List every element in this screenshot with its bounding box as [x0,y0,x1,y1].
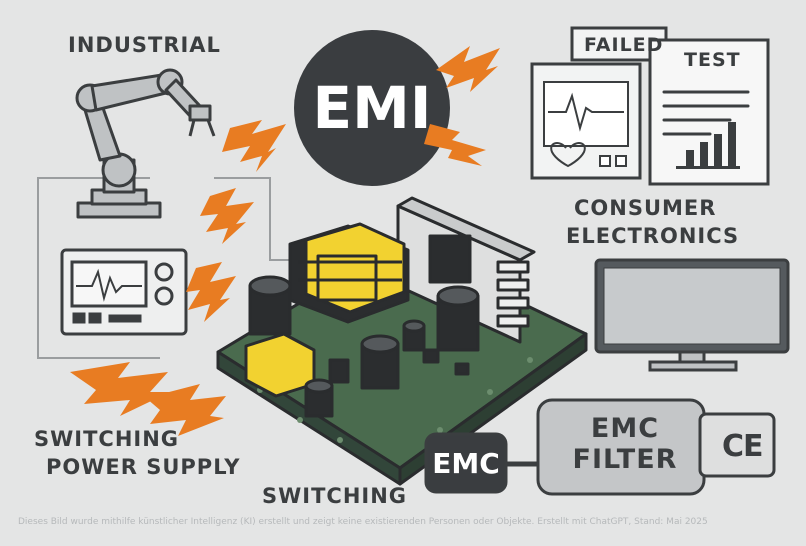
oscilloscope-icon [60,248,188,336]
emc-filter-icon [424,398,776,496]
robot-arm-icon [75,68,216,219]
emc-filter-label-line1: EMC [590,413,660,444]
emi-title: EMI [312,74,432,142]
monitor-icon [594,258,790,372]
switching-label: SWITCHING [262,484,408,508]
emc-filter-label-line2: FILTER [572,444,678,475]
consumer-electronics-label-line1: CONSUMER [574,196,717,220]
failed-label: FAILED [584,34,664,56]
test-label: TEST [684,49,741,71]
switching-power-supply-label-line2: POWER SUPPLY [46,455,241,479]
connector-lines [37,177,300,359]
lightning-icon [70,46,500,436]
emi-circle [294,30,450,186]
consumer-electronics-label-line2: ELECTRONICS [566,224,740,248]
failed-test-report-icon [530,26,770,186]
ai-disclaimer-footer: Dieses Bild wurde mithilfe künstlicher I… [18,517,708,527]
pcb-board-icon [216,196,588,486]
industrial-label: INDUSTRIAL [68,33,221,57]
switching-power-supply-label-line1: SWITCHING [34,427,180,451]
emc-badge-label: EMC [432,447,500,480]
ce-mark-icon: CE [722,429,764,464]
